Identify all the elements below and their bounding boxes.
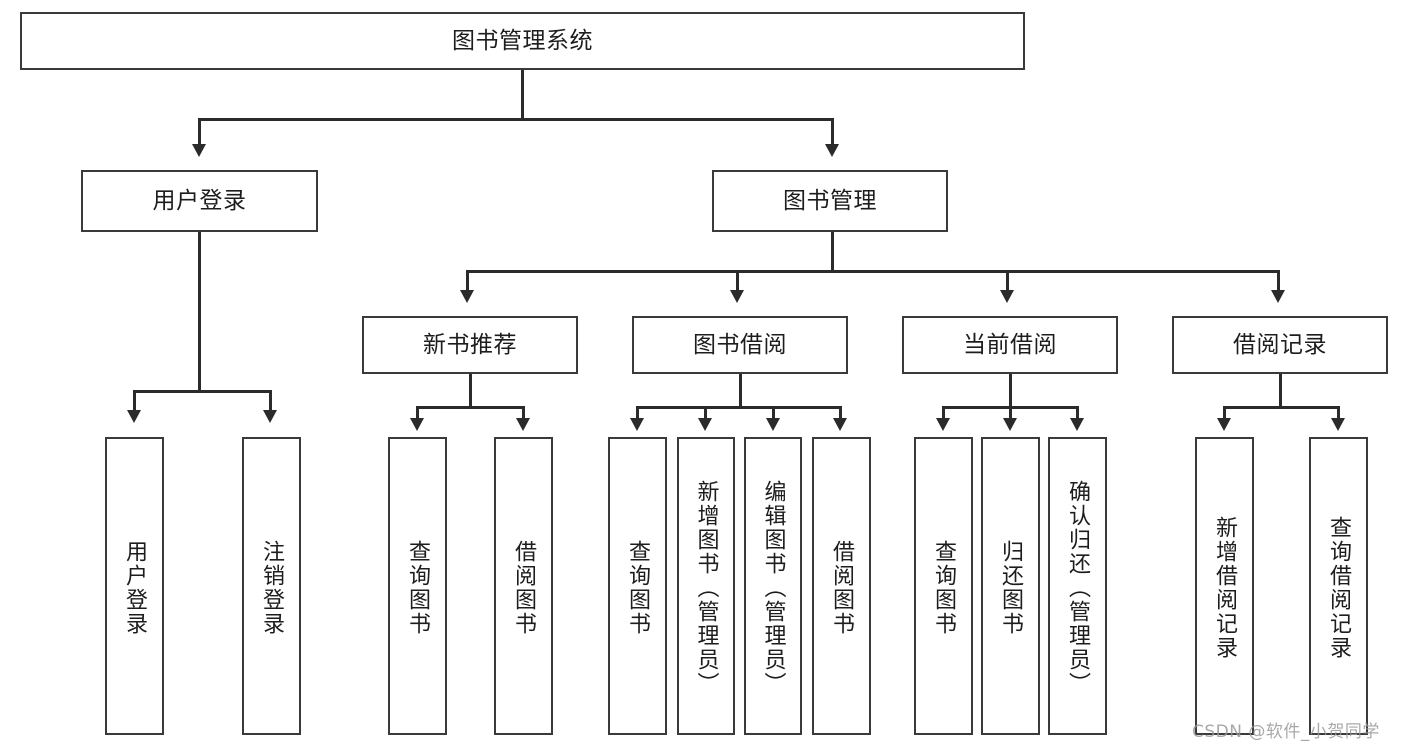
arrowhead-user-login — [192, 144, 206, 157]
leaf-currentborrow-confirm-return-admin[interactable]: 确认归还（管理员） — [1048, 437, 1107, 735]
connector-drop-leaf-currentborrow-1 — [942, 406, 945, 420]
leaf-newbook-borrow-book[interactable]: 借阅图书 — [494, 437, 553, 735]
arrowhead-leaf-newbook-2 — [516, 418, 530, 431]
arrowhead-leaf-currentborrow-3 — [1070, 418, 1084, 431]
arrowhead-leaf-borrowrecord-2 — [1331, 418, 1345, 431]
connector-user-login-stem — [198, 232, 201, 392]
connector-new-book-bus — [416, 406, 524, 409]
node-user-login[interactable]: 用户登录 — [81, 170, 318, 232]
arrowhead-leaf-currentborrow-2 — [1003, 418, 1017, 431]
arrowhead-new-book — [460, 290, 474, 303]
leaf-bookborrow-query-book[interactable]: 查询图书 — [608, 437, 667, 735]
node-label: 图书管理系统 — [452, 27, 593, 54]
connector-book-borrow-bus — [636, 406, 841, 409]
connector-drop-leaf-user-login-1 — [133, 390, 136, 412]
connector-drop-leaf-bookborrow-1 — [636, 406, 639, 420]
node-label: 新增图书（管理员） — [693, 480, 719, 696]
arrowhead-leaf-bookborrow-2 — [698, 418, 712, 431]
connector-drop-book-management — [831, 118, 834, 146]
connector-drop-borrow-record — [1277, 270, 1280, 292]
connector-user-login-bus — [133, 390, 271, 393]
connector-drop-leaf-user-login-2 — [269, 390, 272, 412]
arrowhead-leaf-bookborrow-4 — [833, 418, 847, 431]
node-label: 借阅记录 — [1233, 331, 1327, 358]
node-label: 用户登录 — [152, 187, 247, 214]
connector-drop-leaf-newbook-2 — [522, 406, 525, 420]
connector-drop-leaf-newbook-1 — [416, 406, 419, 420]
node-book-borrow[interactable]: 图书借阅 — [632, 316, 848, 374]
leaf-user-login[interactable]: 用户登录 — [105, 437, 164, 735]
node-book-management[interactable]: 图书管理 — [712, 170, 948, 232]
connector-level3-bus — [466, 270, 1280, 273]
node-label: 当前借阅 — [963, 331, 1057, 358]
connector-drop-leaf-bookborrow-2 — [704, 406, 707, 420]
node-label: 查询借阅记录 — [1326, 516, 1352, 660]
connector-drop-user-login — [198, 118, 201, 146]
node-label: 注销登录 — [259, 540, 285, 636]
arrowhead-current-borrow — [1000, 290, 1014, 303]
leaf-bookborrow-borrow-book[interactable]: 借阅图书 — [812, 437, 871, 735]
leaf-currentborrow-return-book[interactable]: 归还图书 — [981, 437, 1040, 735]
connector-drop-leaf-bookborrow-3 — [772, 406, 775, 420]
connector-drop-leaf-borrowrecord-2 — [1337, 406, 1340, 420]
node-label: 查询图书 — [625, 540, 651, 636]
node-label: 确认归还（管理员） — [1065, 480, 1091, 696]
arrowhead-leaf-bookborrow-3 — [766, 418, 780, 431]
arrowhead-leaf-newbook-1 — [410, 418, 424, 431]
node-label: 图书管理 — [783, 187, 877, 214]
node-root-book-management-system[interactable]: 图书管理系统 — [20, 12, 1025, 70]
leaf-currentborrow-query-book[interactable]: 查询图书 — [914, 437, 973, 735]
connector-book-management-stem — [831, 232, 834, 272]
arrowhead-leaf-bookborrow-1 — [630, 418, 644, 431]
watermark-text: CSDN @软件_小贺同学 — [1192, 722, 1380, 742]
node-label: 新增借阅记录 — [1212, 516, 1238, 660]
arrowhead-leaf-borrowrecord-1 — [1217, 418, 1231, 431]
connector-drop-book-borrow — [736, 270, 739, 292]
arrowhead-leaf-user-login-2 — [263, 410, 277, 423]
connector-current-borrow-stem — [1009, 374, 1012, 408]
arrowhead-leaf-currentborrow-1 — [936, 418, 950, 431]
connector-drop-leaf-currentborrow-2 — [1009, 406, 1012, 420]
connector-root-stem — [521, 70, 524, 119]
node-label: 借阅图书 — [511, 540, 537, 636]
connector-book-borrow-stem — [739, 374, 742, 408]
arrowhead-leaf-user-login-1 — [127, 410, 141, 423]
node-label: 新书推荐 — [423, 331, 517, 358]
leaf-borrowrecord-query-record[interactable]: 查询借阅记录 — [1309, 437, 1368, 735]
node-label: 借阅图书 — [829, 540, 855, 636]
connector-drop-leaf-borrowrecord-1 — [1223, 406, 1226, 420]
connector-new-book-stem — [469, 374, 472, 408]
node-label: 编辑图书（管理员） — [760, 480, 786, 696]
connector-drop-current-borrow — [1006, 270, 1009, 292]
connector-borrow-record-stem — [1279, 374, 1282, 408]
node-label: 图书借阅 — [693, 331, 787, 358]
node-current-borrow[interactable]: 当前借阅 — [902, 316, 1118, 374]
node-new-book-recommend[interactable]: 新书推荐 — [362, 316, 578, 374]
node-label: 用户登录 — [122, 540, 148, 636]
connector-level2-bus — [198, 118, 833, 121]
connector-drop-leaf-currentborrow-3 — [1076, 406, 1079, 420]
leaf-newbook-query-book[interactable]: 查询图书 — [388, 437, 447, 735]
node-label: 归还图书 — [998, 540, 1024, 636]
leaf-bookborrow-add-book-admin[interactable]: 新增图书（管理员） — [677, 437, 735, 735]
leaf-bookborrow-edit-book-admin[interactable]: 编辑图书（管理员） — [744, 437, 802, 735]
node-label: 查询图书 — [405, 540, 431, 636]
leaf-logout[interactable]: 注销登录 — [242, 437, 301, 735]
arrowhead-book-management — [825, 144, 839, 157]
arrowhead-borrow-record — [1271, 290, 1285, 303]
node-borrow-record[interactable]: 借阅记录 — [1172, 316, 1388, 374]
connector-borrow-record-bus — [1223, 406, 1339, 409]
connector-drop-leaf-bookborrow-4 — [839, 406, 842, 420]
connector-drop-new-book — [466, 270, 469, 292]
node-label: 查询图书 — [931, 540, 957, 636]
leaf-borrowrecord-add-record[interactable]: 新增借阅记录 — [1195, 437, 1254, 735]
arrowhead-book-borrow — [730, 290, 744, 303]
